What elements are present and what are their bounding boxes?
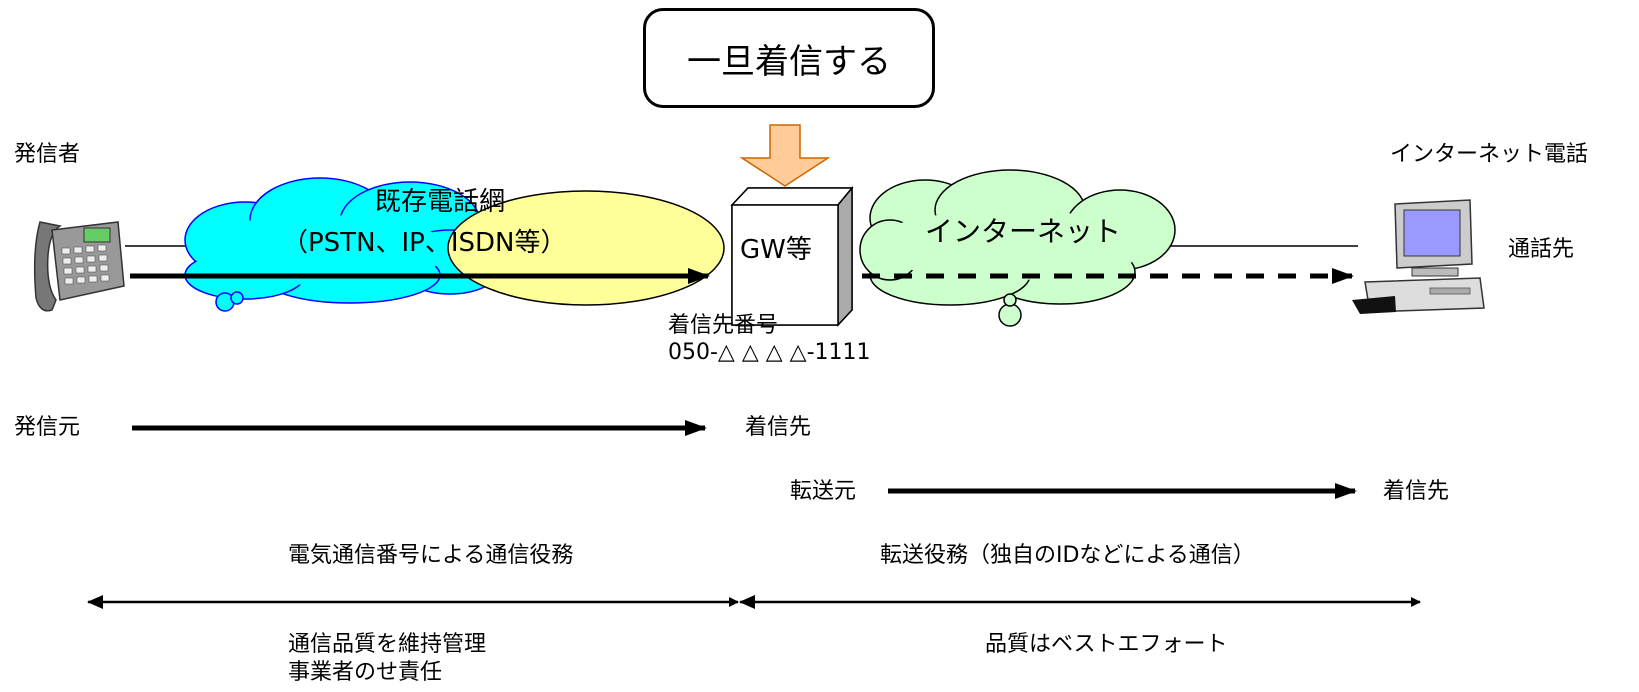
pstn-network-title: 既存電話網 [375, 187, 506, 217]
origin-label: 発信元 [14, 415, 81, 440]
internet-cloud [859, 169, 1176, 327]
pstn-network-subtitle: （PSTN、IP、ISDN等） [282, 228, 567, 258]
computer-icon [1352, 199, 1485, 314]
telephone-icon [33, 221, 125, 312]
quality-left-line1: 通信品質を維持管理 [288, 632, 487, 657]
gateway-box [730, 185, 854, 327]
transfer-source-label: 転送元 [790, 479, 857, 504]
dest-right-label: 着信先 [1383, 479, 1450, 504]
internet-label: インターネット [925, 215, 1122, 248]
numbered-service-label: 電気通信番号による通信役務 [288, 543, 574, 568]
dest-number-title: 着信先番号 [668, 313, 779, 338]
callee-label: 通話先 [1508, 237, 1575, 262]
callout-box: 一旦着信する [643, 8, 935, 108]
dest-number: 050-△ △ △ △-1111 [668, 340, 871, 365]
ip-phone-label: インターネット電話 [1390, 142, 1589, 167]
caller-label: 発信者 [14, 142, 81, 167]
transfer-service-label: 転送役務（独自のIDなどによる通信） [880, 543, 1255, 568]
callout-arrow [739, 124, 831, 187]
quality-right-label: 品質はベストエフォート [985, 632, 1228, 657]
dest-mid-label: 着信先 [745, 415, 812, 440]
quality-left-line2: 事業者のせ責任 [288, 660, 443, 685]
gateway-label: GW等 [740, 235, 812, 265]
